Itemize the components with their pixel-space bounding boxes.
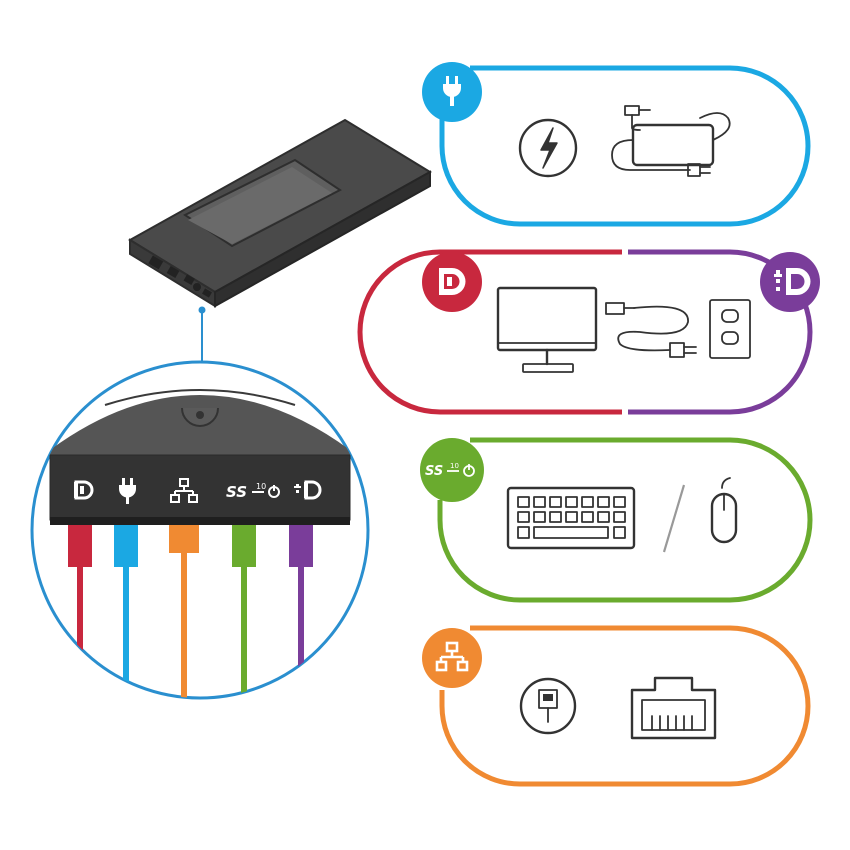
displayport-icon [74,480,94,500]
panel-display [357,249,820,415]
usb-label: SS [226,483,247,501]
usb-badge-speed: 10 [450,462,459,470]
panel-ethernet [422,625,811,787]
ports-callout: SS 10 [30,360,370,700]
keyboard-icon [506,486,636,550]
panel-power [422,62,811,227]
network-jack-icon [519,677,577,735]
usb-superspeed-10gbps-icon: SS 10 [425,462,475,479]
power-adapter-icon [611,105,731,177]
port-strip-icons: SS 10 [74,478,322,504]
cable-ethernet [169,525,199,698]
video-cable-icon [605,302,697,358]
cable-usb [232,525,256,697]
lightning-bolt-icon [518,118,578,178]
rj45-port-icon [630,676,717,740]
monitor-icon [496,286,598,373]
cable-thunderbolt [289,525,313,677]
ethernet-network-icon [435,641,469,672]
thunderbolt-displayport-icon [774,268,811,295]
mouse-icon [710,477,738,544]
dock-front-ports [148,255,212,298]
cable-displayport [68,525,92,677]
usb-superspeed-10gbps-icon: SS 10 [226,482,280,501]
usb-speed-label: 10 [256,482,266,491]
usb-badge-label: SS [425,464,443,479]
panel-usb: SS 10 [420,437,813,603]
displayport-icon [439,268,466,295]
dock-device [128,118,432,362]
wall-outlet-icon [709,299,751,359]
separator-slash [662,484,686,553]
power-plug-icon [443,76,461,106]
thunderbolt-displayport-icon [294,480,322,500]
cable-power [114,525,138,697]
ethernet-network-icon [170,478,198,503]
power-plug-icon [119,478,136,504]
